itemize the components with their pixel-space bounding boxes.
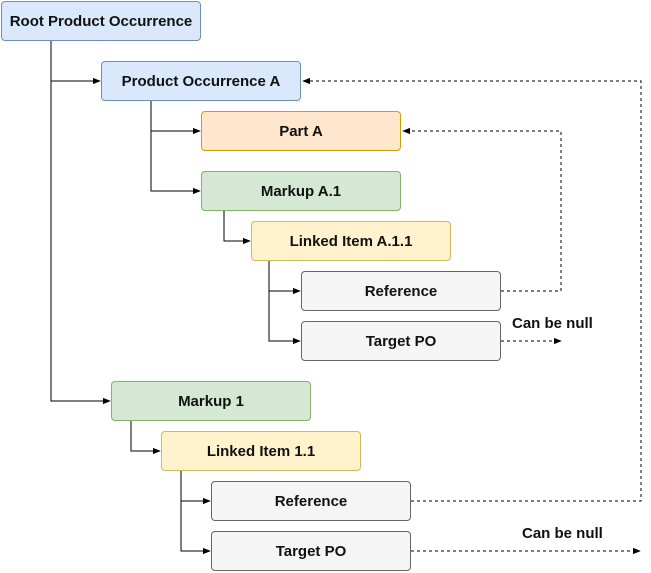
- node-linked-item-a11: Linked Item A.1.1: [251, 221, 451, 261]
- note-can-be-null-1: Can be null: [522, 525, 603, 542]
- node-target-po-a: Target PO: [301, 321, 501, 361]
- node-reference-a: Reference: [301, 271, 501, 311]
- node-product-occurrence-a: Product Occurrence A: [101, 61, 301, 101]
- node-markup-a1: Markup A.1: [201, 171, 401, 211]
- note-can-be-null-a: Can be null: [512, 315, 593, 332]
- node-part-a: Part A: [201, 111, 401, 151]
- edge-root-to-markup-1: [50, 81, 111, 405]
- link-reference-1-to-po-a: [302, 77, 642, 502]
- edge-root-to-po-a: [50, 41, 101, 85]
- link-reference-a-to-part-a: [402, 127, 562, 292]
- edge-po-a-to-markup-a1: [150, 131, 201, 195]
- node-linked-item-11: Linked Item 1.1: [161, 431, 361, 471]
- node-target-po-1: Target PO: [211, 531, 411, 571]
- edge-linked-11-to-target-po: [180, 501, 211, 555]
- edge-linked-11-to-reference: [180, 471, 211, 505]
- edge-linked-a11-to-target-po: [268, 291, 301, 345]
- node-reference-1: Reference: [211, 481, 411, 521]
- edge-linked-a11-to-reference: [268, 261, 301, 295]
- edge-markup-1-to-linked-item: [130, 421, 161, 455]
- edge-po-a-to-part-a: [150, 101, 201, 135]
- edge-markup-a1-to-linked-item: [223, 211, 251, 245]
- node-root-product-occurrence: Root Product Occurrence: [1, 1, 201, 41]
- node-markup-1: Markup 1: [111, 381, 311, 421]
